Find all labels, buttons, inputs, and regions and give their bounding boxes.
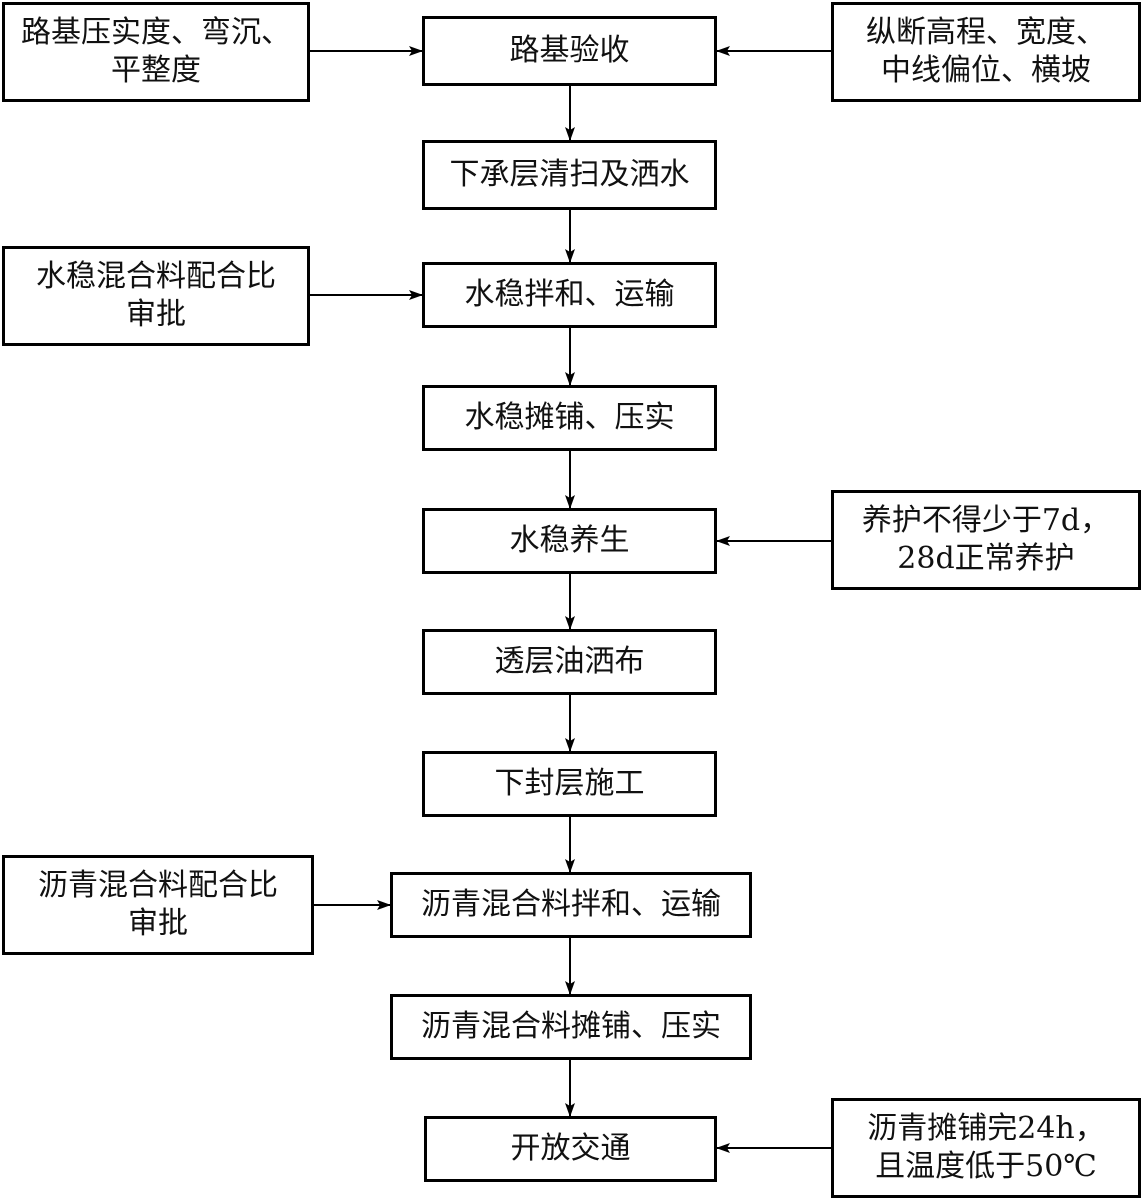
step-label: 沥青混合料摊铺、压实 (421, 1009, 721, 1044)
step-asphalt-paving: 沥青混合料摊铺、压实 (390, 994, 752, 1060)
note-label: 纵断高程、宽度、 中线偏位、横坡 (866, 15, 1106, 88)
note-label: 养护不得少于7d， 28d正常养护 (861, 503, 1111, 576)
step-label: 开放交通 (510, 1131, 631, 1166)
step-label: 路基验收 (509, 33, 630, 68)
step-stabilized-curing: 水稳养生 (422, 508, 717, 574)
step-prime-coat: 透层油洒布 (422, 629, 717, 695)
step-open-traffic: 开放交通 (424, 1116, 717, 1182)
step-label: 透层油洒布 (494, 644, 645, 679)
note-asphalt-mix-approval: 沥青混合料配合比 审批 (2, 855, 314, 955)
step-label: 沥青混合料拌和、运输 (421, 887, 721, 922)
step-label: 下封层施工 (494, 766, 645, 801)
note-label: 路基压实度、弯沉、 平整度 (21, 15, 291, 88)
step-seal-coat: 下封层施工 (422, 751, 717, 817)
note-subgrade-compaction: 路基压实度、弯沉、 平整度 (2, 2, 310, 102)
step-stabilized-paving: 水稳摊铺、压实 (422, 385, 717, 451)
note-elevation-width: 纵断高程、宽度、 中线偏位、横坡 (831, 2, 1141, 102)
note-label: 沥青摊铺完24h， 且温度低于50℃ (867, 1111, 1105, 1184)
step-label: 水稳拌和、运输 (464, 277, 675, 312)
note-label: 沥青混合料配合比 审批 (38, 868, 278, 941)
step-base-cleaning: 下承层清扫及洒水 (422, 140, 717, 210)
step-label: 水稳摊铺、压实 (464, 400, 675, 435)
note-curing-period: 养护不得少于7d， 28d正常养护 (831, 490, 1141, 590)
step-label: 水稳养生 (509, 523, 630, 558)
step-subgrade-acceptance: 路基验收 (422, 16, 717, 86)
note-label: 水稳混合料配合比 审批 (36, 259, 276, 332)
step-stabilized-mixing: 水稳拌和、运输 (422, 262, 717, 328)
step-asphalt-mixing: 沥青混合料拌和、运输 (390, 872, 752, 938)
step-label: 下承层清扫及洒水 (449, 157, 690, 192)
note-traffic-condition: 沥青摊铺完24h， 且温度低于50℃ (831, 1098, 1141, 1198)
note-stabilized-mix-approval: 水稳混合料配合比 审批 (2, 246, 310, 346)
